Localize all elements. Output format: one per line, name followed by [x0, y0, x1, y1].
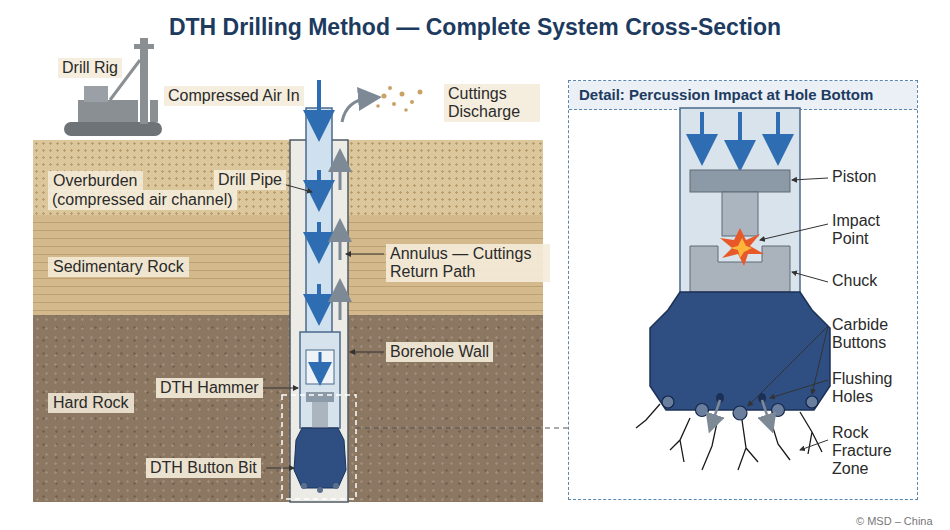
part-label: DTH Hammer	[156, 378, 263, 398]
part-label: DTH Button Bit	[146, 458, 261, 478]
part-label: Carbide Buttons	[832, 316, 906, 352]
stratum-label: Sedimentary Rock	[48, 257, 189, 277]
part-label: Rock Fracture Zone	[832, 424, 902, 478]
part-label: Piston	[832, 168, 876, 186]
panel-heading: Detail: Percussion Impact at Hole Bottom	[569, 81, 917, 110]
stratum-label: Hard Rock	[48, 393, 134, 413]
button-bit	[294, 428, 346, 488]
equipment-label: Drill Rig	[58, 58, 122, 78]
part-label: Flushing Holes	[832, 370, 906, 406]
part-label: Impact Point	[832, 212, 902, 248]
flow-label: Compressed Air In	[164, 86, 304, 106]
watermark: © MSD – China	[856, 512, 933, 530]
part-label: Chuck	[832, 272, 877, 290]
diagram-title: DTH Drilling Method — Complete System Cr…	[0, 14, 950, 41]
part-note: (compressed air channel)	[48, 190, 237, 210]
part-label: Borehole Wall	[386, 342, 493, 362]
drill-rig	[64, 38, 162, 136]
drill-pipe	[306, 108, 332, 334]
stratum-label: Overburden	[48, 171, 143, 191]
dth-hammer	[300, 332, 340, 428]
part-label: Drill Pipe	[214, 170, 286, 190]
part-label: Annulus — Cuttings Return Path	[386, 244, 550, 282]
flow-label: Cuttings Discharge	[444, 84, 540, 122]
